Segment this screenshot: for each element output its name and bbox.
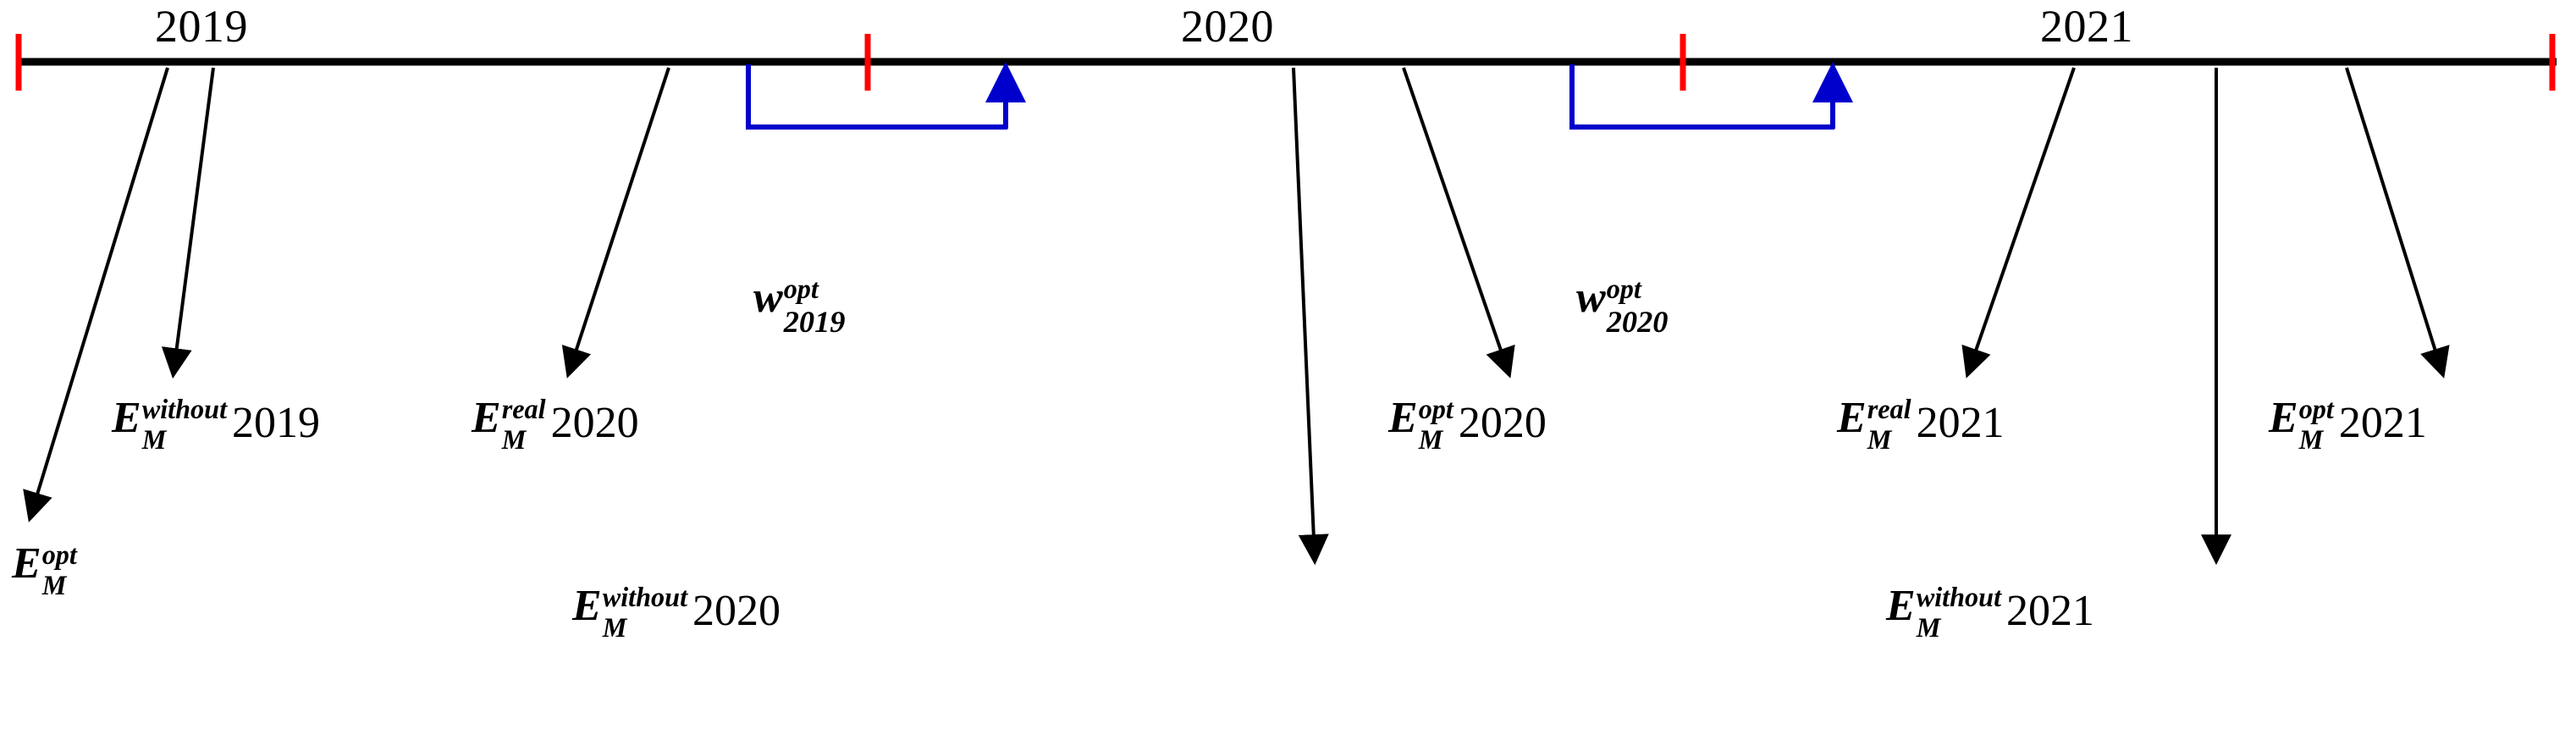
- annotation-em-without-2021: E without M 2021: [1886, 582, 2095, 651]
- em-without-2019-year: 2019: [232, 399, 321, 448]
- window-2020-subscript: 2020: [1606, 305, 1669, 340]
- em-opt-2020-year: 2020: [1458, 399, 1547, 448]
- em-without-2019-superscript: without: [141, 394, 228, 425]
- year-label-2019: 2019: [155, 1, 248, 52]
- em-opt-2021-subscript: M: [2298, 424, 2324, 456]
- window-2020-symbol: w: [1576, 274, 1606, 322]
- window-2019-subscript: 2019: [783, 305, 846, 340]
- em-real-2020-scripts: real M: [501, 395, 546, 467]
- annotation-em-real-2021: E real M 2021: [1837, 394, 2005, 463]
- em-without-2020-year: 2020: [692, 587, 781, 636]
- em-opt-2020-superscript: opt: [1418, 394, 1453, 425]
- em-opt-2021-base: E: [2269, 394, 2298, 442]
- year-label-2021: 2021: [2040, 1, 2133, 52]
- annotation-em-without-2020: E without M 2020: [572, 582, 781, 651]
- window-2019-scripts: opt 2019: [783, 275, 846, 351]
- em-without-2021-base: E: [1886, 582, 1916, 630]
- em-real-2020-subscript: M: [501, 424, 527, 456]
- em-without-2020-superscript: without: [602, 582, 688, 613]
- em-without-2019-subscript: M: [141, 424, 167, 456]
- em-without-2020-subscript: M: [602, 612, 627, 644]
- annotation-em-opt-2019: E opt M: [12, 539, 82, 612]
- em-without-2019-base: E: [112, 394, 141, 442]
- arrow-em-opt-2021: [2345, 67, 2450, 379]
- window-bracket-2020: [1569, 62, 1853, 130]
- em-without-2021-scripts: without M: [1916, 583, 2001, 655]
- em-real-2020-year: 2020: [550, 399, 639, 448]
- em-real-2021-scripts: real M: [1867, 395, 1911, 467]
- window-label-2020: w opt 2020: [1576, 274, 1668, 347]
- em-opt-2021-scripts: opt M: [2298, 395, 2334, 467]
- em-real-2020-base: E: [472, 394, 501, 442]
- em-opt-2020-base: E: [1388, 394, 1418, 442]
- em-real-2020-superscript: real: [501, 394, 546, 425]
- arrow-em-real-2021: [1961, 67, 2076, 379]
- window-bracket-2019: [746, 62, 1026, 130]
- arrow-em-without-2019: [161, 67, 215, 379]
- em-real-2021-base: E: [1837, 394, 1867, 442]
- arrow-em-opt-2020: [1402, 67, 1515, 379]
- em-opt-2020-subscript: M: [1418, 424, 1443, 456]
- window-2019-symbol: w: [753, 274, 783, 322]
- em-without-2021-superscript: without: [1916, 582, 2002, 613]
- arrow-em-real-2020: [561, 67, 670, 379]
- em-opt-2019-superscript: opt: [41, 539, 77, 571]
- arrow-em-opt-2019: [23, 67, 169, 522]
- year-label-2020: 2020: [1181, 1, 1274, 52]
- em-real-2021-superscript: real: [1867, 394, 1911, 425]
- em-opt-2021-superscript: opt: [2298, 394, 2334, 425]
- em-opt-2021-year: 2021: [2338, 399, 2427, 448]
- annotation-em-opt-2021: E opt M 2021: [2269, 394, 2427, 463]
- arrow-em-without-2020: [1292, 67, 1329, 566]
- em-without-2020-scripts: without M: [602, 583, 687, 655]
- em-opt-2020-scripts: opt M: [1418, 395, 1453, 467]
- em-opt-2019-base: E: [12, 539, 41, 588]
- em-without-2021-year: 2021: [2006, 587, 2095, 636]
- annotation-arrows: [23, 67, 2450, 566]
- em-without-2019-scripts: without M: [141, 395, 227, 467]
- year-tick-group: [15, 34, 2556, 91]
- window-2020-scripts: opt 2020: [1606, 275, 1669, 351]
- em-opt-2019-scripts: opt M: [41, 541, 77, 612]
- window-2019-superscript: opt: [783, 274, 819, 305]
- annotation-em-real-2020: E real M 2020: [472, 394, 639, 463]
- em-without-2020-base: E: [572, 582, 602, 630]
- em-opt-2019-subscript: M: [41, 570, 67, 601]
- annotation-em-opt-2020: E opt M 2020: [1388, 394, 1547, 463]
- window-label-2019: w opt 2019: [753, 274, 845, 347]
- em-without-2021-subscript: M: [1916, 612, 1941, 644]
- em-real-2021-year: 2021: [1916, 399, 2005, 448]
- annotation-em-without-2019: E without M 2019: [112, 394, 321, 463]
- window-2020-superscript: opt: [1606, 274, 1641, 305]
- em-real-2021-subscript: M: [1867, 424, 1892, 456]
